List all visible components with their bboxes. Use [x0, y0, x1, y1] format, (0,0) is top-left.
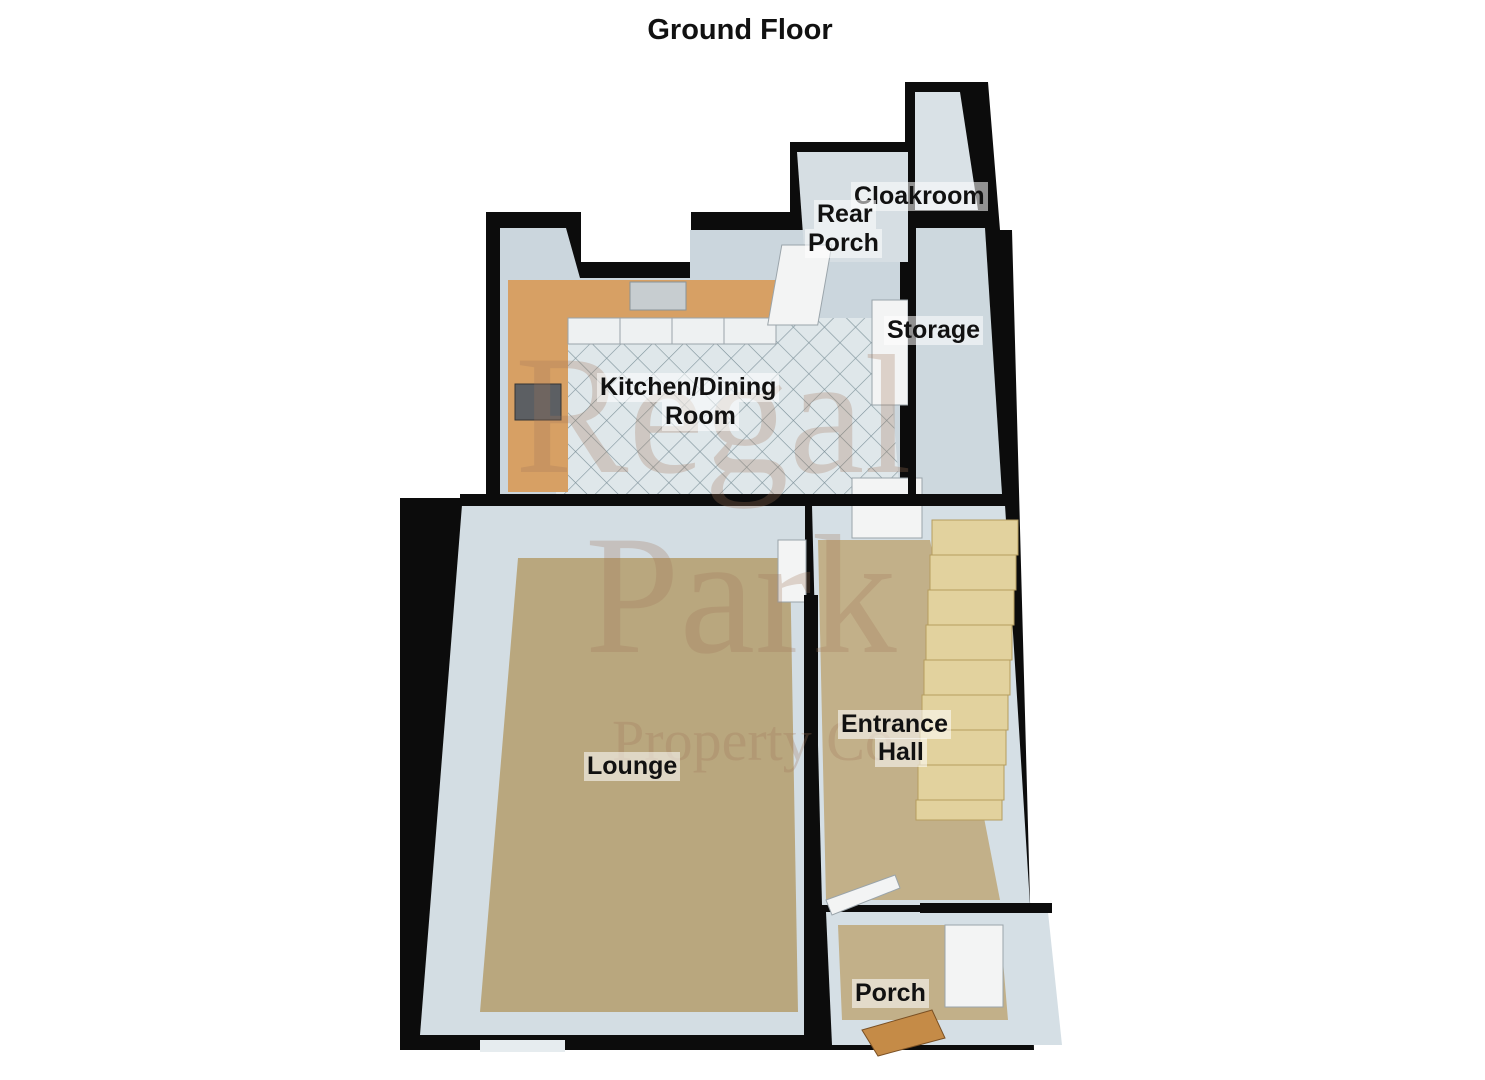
label-cloakroom: Cloakroom — [851, 182, 988, 211]
front-door — [861, 1009, 946, 1057]
kitchen-worktop — [508, 280, 776, 492]
wall-kitchen-lounge — [460, 494, 1008, 506]
lounge-floor — [480, 558, 798, 1012]
label-rear-porch-1: Rear — [814, 200, 876, 229]
wall-lounge-hall — [804, 595, 818, 1045]
floor-title: Ground Floor — [647, 14, 833, 46]
porch-room — [825, 874, 1062, 1057]
label-entrance-1: Entrance — [838, 710, 951, 739]
label-porch: Porch — [852, 979, 929, 1008]
porch-inner-door — [944, 924, 1004, 1008]
label-storage: Storage — [884, 316, 984, 345]
porch-shelf — [825, 874, 901, 916]
lounge-door — [777, 539, 807, 603]
hob — [514, 383, 562, 421]
cupboards — [567, 317, 777, 345]
storage-floor — [915, 228, 1002, 494]
staircase — [915, 519, 1019, 821]
label-rear-porch-2: Porch — [805, 229, 882, 258]
internal-walls — [460, 228, 1052, 1045]
watermark-park: Park — [585, 501, 897, 689]
label-lounge: Lounge — [584, 752, 681, 781]
cloakroom-floor — [915, 92, 978, 210]
label-entrance-2: Hall — [875, 738, 927, 767]
label-kitchen-1: Kitchen/Dining — [597, 373, 780, 402]
wall-storage — [908, 228, 916, 498]
wall-hall-porch — [920, 903, 1052, 913]
lounge-bay-window — [480, 1040, 565, 1052]
sink — [629, 281, 687, 311]
label-kitchen-2: Room — [662, 402, 739, 431]
